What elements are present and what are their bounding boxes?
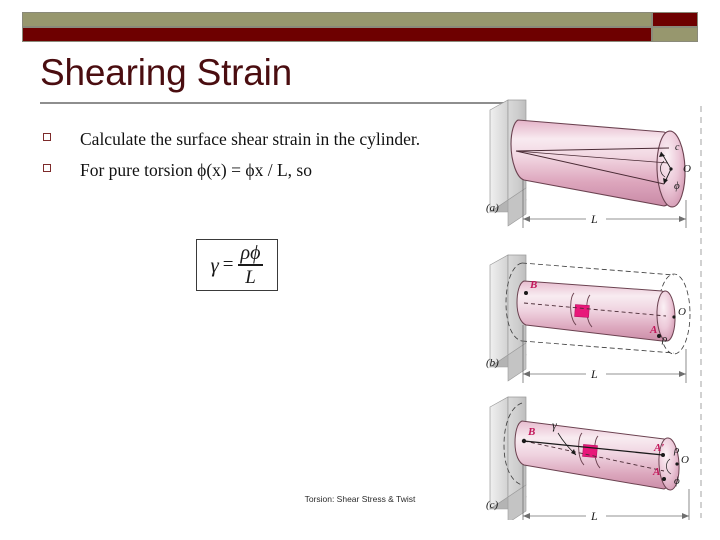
point-b-marker xyxy=(524,291,528,295)
point-a-prime-marker-c xyxy=(661,453,665,457)
wall-support-b xyxy=(489,254,527,382)
header-bar-top-left xyxy=(22,12,652,27)
square-bullet-icon xyxy=(43,164,51,173)
list-item: For pure torsion ϕ(x) = ϕx / L, so xyxy=(38,159,458,181)
point-a-marker-c xyxy=(662,477,666,481)
undeformed-generator-c xyxy=(523,440,665,472)
twisted-cylinder-c xyxy=(514,420,680,491)
figure-panel-a: c O ϕ L (a) xyxy=(486,99,691,228)
label-o-a: O xyxy=(683,163,691,175)
figure-panel-b: B A O ρ L (b) xyxy=(486,254,691,383)
label-L-b: L xyxy=(590,367,598,381)
equation-numerator: ρϕ xyxy=(240,242,261,265)
header-bar-bottom-left xyxy=(22,27,652,42)
center-point-o-a xyxy=(669,167,673,171)
equation-equals-sign: = xyxy=(222,254,234,275)
label-L-c: L xyxy=(590,509,598,520)
deformed-generator-c xyxy=(523,440,664,456)
bullet-list: Calculate the surface shear strain in th… xyxy=(38,128,458,191)
torsion-figure: c O ϕ L (a) xyxy=(478,88,720,520)
stress-element-b xyxy=(574,304,590,318)
equation-denominator: L xyxy=(245,266,256,288)
label-A-c: A xyxy=(652,466,660,478)
header-bar-top-right-cap xyxy=(652,12,698,27)
footer-text: Torsion: Shear Stress & Twist xyxy=(304,494,416,504)
caption-b: (b) xyxy=(486,357,499,369)
header-bar-top-row xyxy=(22,12,698,27)
square-bullet-icon xyxy=(43,133,51,141)
figure-panel-c: γ B A′ A O ρ ϕ xyxy=(486,396,690,520)
list-item: Calculate the surface shear strain in th… xyxy=(38,128,458,150)
header-bar-bottom-row xyxy=(22,27,698,42)
center-point-o-c xyxy=(675,462,679,466)
equation-lhs: γ xyxy=(210,252,219,277)
outer-outline-c xyxy=(503,402,523,486)
stress-element-c xyxy=(582,444,598,458)
title-underline-rule xyxy=(40,102,520,104)
label-L-a: L xyxy=(590,212,598,226)
list-item-text: For pure torsion ϕ(x) = ϕx / L, so xyxy=(80,160,312,181)
label-rho-b: ρ xyxy=(661,333,667,345)
label-phi-a: ϕ xyxy=(674,180,680,192)
equation-fraction-bar xyxy=(237,264,264,266)
list-item-text: Calculate the surface shear strain in th… xyxy=(80,129,421,149)
inner-cylinder-b xyxy=(516,280,676,342)
label-B-b: B xyxy=(529,279,537,291)
point-a-marker-b xyxy=(657,334,661,338)
gamma-annotation-c: γ xyxy=(552,418,577,456)
point-b-marker-c xyxy=(521,438,527,444)
label-gamma-c: γ xyxy=(552,418,557,432)
page-title: Shearing Strain xyxy=(40,52,293,93)
header-decoration xyxy=(22,12,698,42)
label-A-prime-c: A′ xyxy=(653,442,664,454)
panel-a-annotations xyxy=(659,151,672,185)
label-o-b: O xyxy=(678,306,686,318)
label-rho-c: ρ xyxy=(673,444,679,456)
equation-fraction: ρϕ L xyxy=(237,242,264,288)
label-o-c: O xyxy=(681,454,689,466)
cylinder-a xyxy=(510,119,686,208)
caption-c: (c) xyxy=(486,499,499,511)
caption-a: (a) xyxy=(486,202,499,214)
header-bar-bottom-right-cap xyxy=(652,27,698,42)
equation-box: γ = ρϕ L xyxy=(196,239,278,291)
label-c-a: c xyxy=(675,142,680,153)
label-B-c: B xyxy=(527,426,535,438)
label-phi-c: ϕ xyxy=(674,475,680,487)
center-point-o-b xyxy=(672,315,676,319)
label-A-b: A xyxy=(649,324,657,336)
